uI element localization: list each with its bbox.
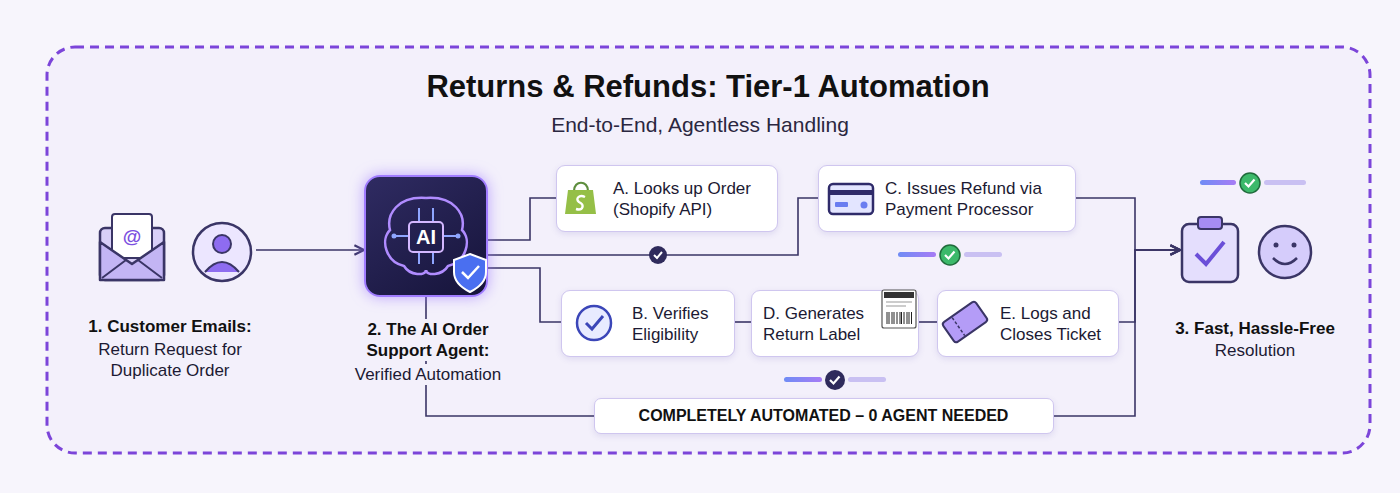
banner-box: COMPLETELY AUTOMATED – 0 AGENT NEEDED	[594, 398, 1054, 434]
email-icon	[100, 214, 164, 280]
status-check	[649, 246, 667, 264]
flow-connector	[1119, 250, 1180, 322]
flow-connector	[919, 321, 937, 323]
person-icon	[193, 223, 251, 281]
node-text: A. Looks up Order (Shopify API)	[613, 178, 773, 220]
process-box: E. Logs and Closes Ticket	[937, 290, 1119, 357]
email-symbol: @	[117, 226, 147, 248]
process-box: A. Looks up Order (Shopify API)	[556, 165, 778, 232]
status-check	[1200, 173, 1306, 193]
flow-connector	[488, 198, 556, 240]
shopify-icon	[565, 183, 596, 214]
output-node: 3. Fast, Hassle-FreeResolution	[1180, 218, 1308, 280]
node-text: 1. Customer Emails:	[55, 316, 285, 337]
node-text: B. Verifies Eligibility	[632, 303, 732, 345]
input-node: 1. Customer Emails:Return Request for Du…	[98, 215, 256, 285]
node-text: 3. Fast, Hassle-Free	[1155, 318, 1355, 339]
ticket-icon	[942, 301, 989, 344]
status-check	[898, 245, 1002, 265]
process-box: C. Issues Refund via Payment Processor	[818, 165, 1076, 232]
agent-node: AI2. The AI Order Support Agent:Verified…	[364, 175, 488, 297]
diagram-title: Returns & Refunds: Tier-1 Automation	[8, 68, 1400, 106]
check-icon	[577, 306, 611, 340]
node-text: Verified Automation	[333, 364, 523, 385]
process-box: B. Verifies Eligibility	[561, 290, 735, 357]
subtitle: End-to-End, Agentless Handling	[0, 112, 1400, 138]
flow-connector	[735, 321, 751, 323]
shield-icon	[454, 254, 486, 292]
node-text: C. Issues Refund via Payment Processor	[885, 178, 1070, 220]
process-box: D. Generates Return Label	[751, 290, 919, 357]
status-check	[784, 370, 886, 390]
node-text: 2. The AI Order Support Agent:	[333, 319, 523, 361]
flow-connector	[488, 268, 561, 322]
node-text: D. Generates Return Label	[763, 303, 888, 345]
node-text: Return Request for Duplicate Order	[85, 339, 255, 381]
flow-connector	[1076, 198, 1180, 250]
node-text: Resolution	[1155, 340, 1355, 361]
smiley-icon	[1259, 226, 1311, 278]
node-text: E. Logs and Closes Ticket	[1000, 303, 1118, 345]
card-icon	[829, 184, 873, 214]
clipboard-icon	[1182, 217, 1238, 282]
label-icon	[882, 290, 916, 328]
node-text: COMPLETELY AUTOMATED – 0 AGENT NEEDED	[595, 405, 1052, 426]
flow-connector	[256, 249, 364, 251]
node-text: AI	[408, 224, 444, 250]
brain-icon	[385, 198, 467, 274]
dashed-frame	[47, 47, 1370, 453]
